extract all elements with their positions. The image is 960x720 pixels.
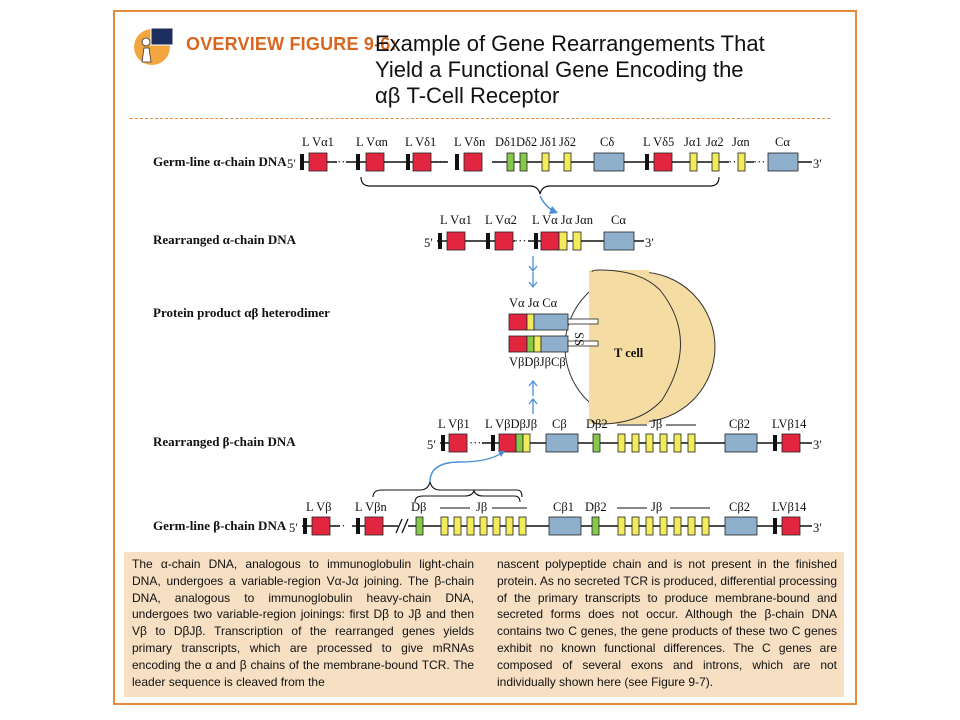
svg-text:Dβ2: Dβ2 xyxy=(586,417,608,431)
t-cell-label: T cell xyxy=(614,346,644,360)
row-label-rearranged-beta: Rearranged β-chain DNA xyxy=(153,434,296,449)
svg-text:LVβ14: LVβ14 xyxy=(772,500,807,514)
caption-background xyxy=(124,552,844,697)
svg-text:L Vβn: L Vβn xyxy=(355,500,387,514)
svg-text:3′: 3′ xyxy=(813,521,822,535)
c-delta-segment xyxy=(593,152,625,172)
svg-text:Jδ1: Jδ1 xyxy=(540,135,557,149)
svg-text:Dβ2: Dβ2 xyxy=(585,500,607,514)
row-label-germline-alpha: Germ-line α-chain DNA xyxy=(153,154,287,169)
row-label-protein: Protein product αβ heterodimer xyxy=(153,305,330,320)
svg-text:5′: 5′ xyxy=(427,438,436,452)
svg-text:Dβ: Dβ xyxy=(411,500,426,514)
svg-text:Cβ2: Cβ2 xyxy=(729,417,750,431)
rearranged-beta-dna: 5′ 3′ ··· L Vβ1 L VβDβJβ Cβ Dβ2 Jβ Cβ2 L… xyxy=(427,417,822,453)
svg-text:···: ··· xyxy=(724,155,737,169)
svg-text:L Vα Jα Jαn: L Vα Jα Jαn xyxy=(532,213,594,227)
svg-text:···: ··· xyxy=(333,155,346,169)
figure-title: Example of Gene Rearrangements That Yiel… xyxy=(375,31,765,108)
j-alpha-1-segment xyxy=(689,152,698,172)
gene-rearrangement-diagram: Germ-line α-chain DNA Rearranged α-chain… xyxy=(153,135,822,536)
tcr-heterodimer: T cell SS Vα Jα Cα VβDβJβCβ xyxy=(508,269,716,425)
beta-joining-arrow xyxy=(372,451,523,503)
svg-text:Cβ: Cβ xyxy=(552,417,567,431)
svg-text:L VβDβJβ: L VβDβJβ xyxy=(485,417,537,431)
rearranged-alpha-dna: 5′ 3′ ··· L Vα1 L Vα2 L Vα Jα Jαn Cα xyxy=(424,213,654,251)
svg-text:LVβ14: LVβ14 xyxy=(772,417,807,431)
j-alpha-n-segment xyxy=(737,152,746,172)
d-delta-2-segment xyxy=(519,152,528,172)
caption-left-column: The α-chain DNA, analogous to immunoglob… xyxy=(132,557,474,689)
svg-text:Jα1: Jα1 xyxy=(684,135,702,149)
svg-text:L Vα2: L Vα2 xyxy=(485,213,517,227)
overview-logo-icon xyxy=(134,27,174,65)
svg-text:Cβ2: Cβ2 xyxy=(729,500,750,514)
svg-text:Jδ2: Jδ2 xyxy=(559,135,576,149)
transcription-arrows-alpha xyxy=(528,256,538,289)
alpha-chain-label: Vα Jα Cα xyxy=(509,296,558,310)
j-alpha-2-segment xyxy=(711,152,720,172)
svg-text:Cδ: Cδ xyxy=(600,135,614,149)
svg-text:···: ··· xyxy=(333,519,346,533)
five-prime-label: 5′ xyxy=(287,157,296,171)
svg-text:5′: 5′ xyxy=(289,521,298,535)
disulfide-label: SS xyxy=(572,332,586,346)
svg-text:Cβ1: Cβ1 xyxy=(553,500,574,514)
d-delta-1-segment xyxy=(506,152,515,172)
svg-text:L Vα1: L Vα1 xyxy=(440,213,472,227)
svg-text:Dδ1: Dδ1 xyxy=(495,135,516,149)
three-prime-label: 3′ xyxy=(813,157,822,171)
overview-label: OVERVIEW FIGURE 9-6: xyxy=(186,34,397,54)
j-delta-2-segment xyxy=(563,152,572,172)
beta-chain-label: VβDβJβCβ xyxy=(509,355,566,369)
c-alpha-segment xyxy=(767,152,799,172)
v-delta-n-segment xyxy=(463,152,483,172)
figure-frame xyxy=(113,10,857,705)
svg-text:···: ··· xyxy=(434,155,447,169)
svg-text:Cα: Cα xyxy=(611,213,626,227)
svg-text:L Vδn: L Vδn xyxy=(454,135,486,149)
alpha-joining-brace xyxy=(360,176,720,195)
header-divider xyxy=(130,118,830,119)
svg-text:L Vα1: L Vα1 xyxy=(302,135,334,149)
svg-text:Jβ: Jβ xyxy=(651,417,662,431)
v-delta-5-segment xyxy=(653,152,673,172)
svg-text:···: ··· xyxy=(514,234,527,248)
svg-text:L Vβ: L Vβ xyxy=(306,500,331,514)
svg-text:L Vβ1: L Vβ1 xyxy=(438,417,470,431)
svg-text:···: ··· xyxy=(753,155,766,169)
svg-text:Jαn: Jαn xyxy=(732,135,750,149)
svg-text:L Vδ5: L Vδ5 xyxy=(643,135,674,149)
j-delta-1-segment xyxy=(541,152,550,172)
svg-text:Jβ: Jβ xyxy=(476,500,487,514)
caption-right-column: nascent polypeptide chain and is not pre… xyxy=(497,557,837,689)
v-alpha-n-segment xyxy=(365,152,385,172)
germline-alpha-dna: 5′ 3′ ··· ··· ··· ··· L Vα1 L Vαn L Vδ xyxy=(287,135,822,214)
svg-text:L Vδ1: L Vδ1 xyxy=(405,135,436,149)
svg-text:Cα: Cα xyxy=(775,135,790,149)
row-label-germline-beta: Germ-line β-chain DNA xyxy=(153,518,287,533)
row-label-rearranged-alpha: Rearranged α-chain DNA xyxy=(153,232,297,247)
svg-text:Jβ: Jβ xyxy=(651,500,662,514)
svg-text:Jα2: Jα2 xyxy=(706,135,724,149)
transcription-arrows-beta xyxy=(528,379,538,414)
germline-beta-dna: 5′ 3′ ··· L Vβ L Vβ xyxy=(289,500,822,536)
svg-text:Dδ2: Dδ2 xyxy=(516,135,537,149)
v-delta-1-segment xyxy=(412,152,432,172)
svg-text:···: ··· xyxy=(469,436,482,450)
svg-text:3′: 3′ xyxy=(645,236,654,250)
svg-text:5′: 5′ xyxy=(424,236,433,250)
v-alpha-1-segment xyxy=(308,152,328,172)
svg-text:3′: 3′ xyxy=(813,438,822,452)
svg-text:L Vαn: L Vαn xyxy=(356,135,389,149)
